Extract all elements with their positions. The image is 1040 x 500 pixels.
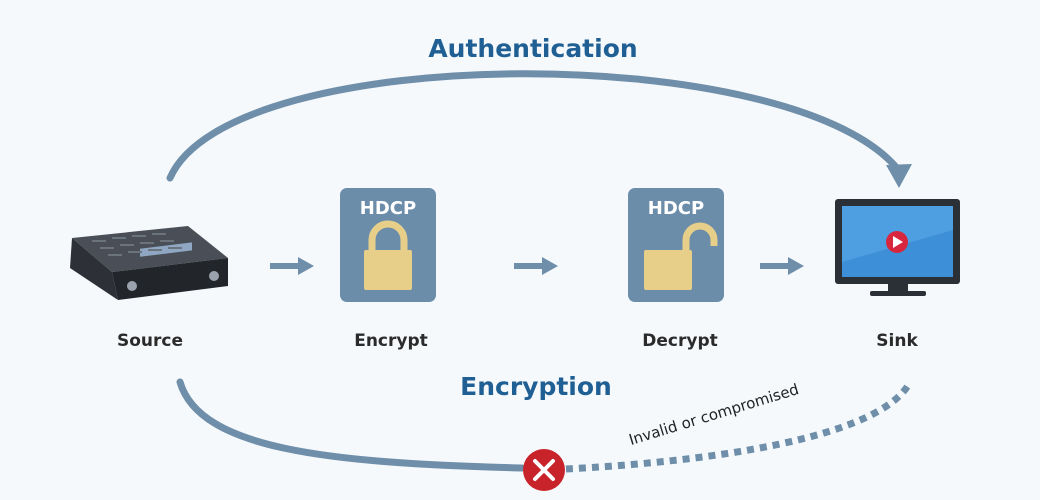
error-x-icon [523, 449, 565, 491]
source-label-text: Source [116, 331, 184, 351]
authentication-title-text: Authentication [428, 34, 638, 63]
arrow-encrypt-to-decrypt [514, 257, 558, 275]
authentication-arc [166, 70, 904, 182]
unlocked-padlock-icon [644, 222, 718, 290]
encryption-title-text: Encryption [460, 372, 612, 401]
encrypt-label-text: Encrypt [354, 331, 428, 351]
monitor-play-icon [835, 199, 960, 296]
av-receiver-icon [70, 226, 228, 300]
encryption-arc [176, 378, 526, 472]
decrypt-hdcp-label: HDCP [647, 198, 705, 219]
authentication-arrowhead [886, 164, 912, 188]
encrypt-hdcp-box: HDCP [340, 188, 436, 302]
decrypt-hdcp-box: HDCP [628, 188, 724, 302]
arrow-decrypt-to-sink [760, 257, 804, 275]
locked-padlock-icon [364, 220, 412, 290]
arrow-source-to-encrypt [270, 257, 314, 275]
decrypt-label-text: Decrypt [642, 331, 718, 351]
sink-label-text: Sink [876, 331, 918, 351]
encrypt-hdcp-label: HDCP [359, 198, 417, 219]
encryption-arc-dashed [565, 380, 914, 473]
